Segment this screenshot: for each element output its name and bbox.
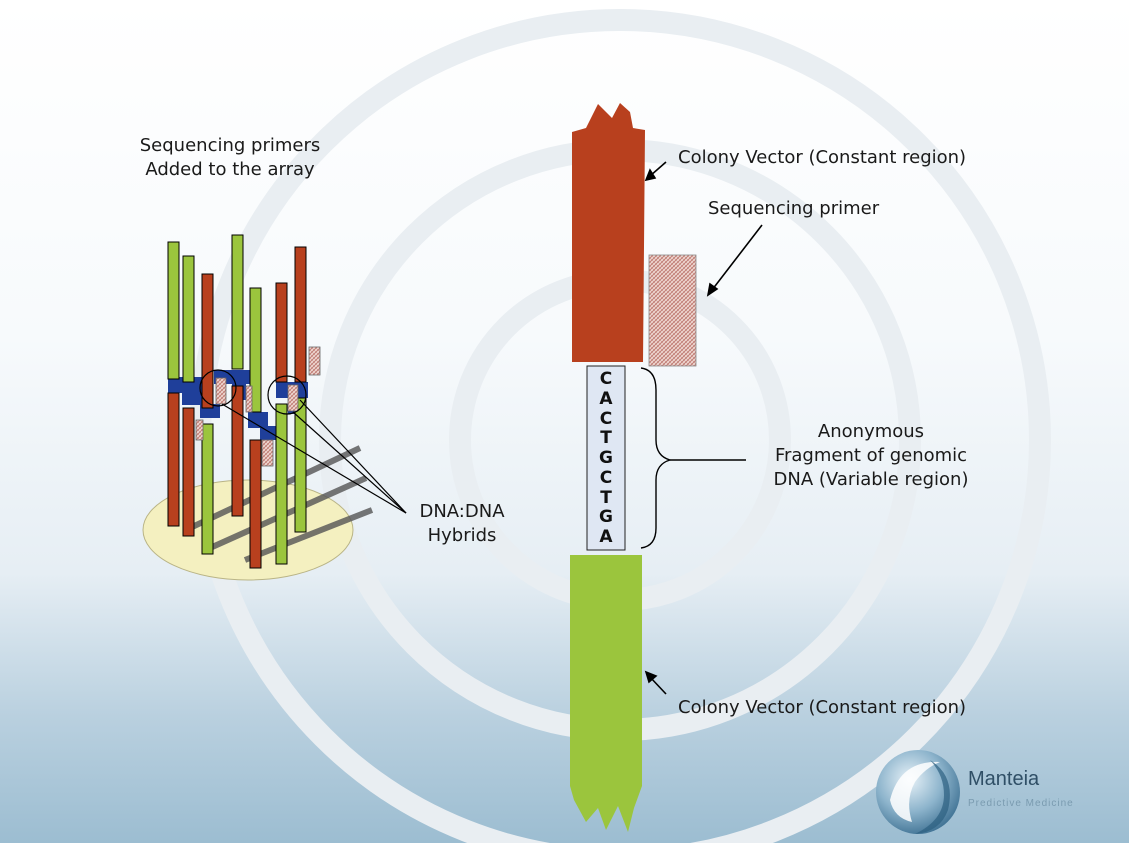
fragment-sequence: C A C T G C T G A [587, 366, 625, 550]
fragment-label-line1: Anonymous [817, 421, 925, 442]
fragment-label-line3: DNA (Variable region) [773, 469, 969, 490]
base-letter: T [600, 428, 612, 449]
strand-green [249, 287, 262, 413]
strand-green [231, 234, 244, 370]
base-letter: G [599, 448, 613, 468]
base-letter: C [599, 408, 613, 429]
left-title: Sequencing primers Added to the array [100, 134, 360, 182]
small-primers [195, 346, 321, 467]
base-letter: T [600, 487, 612, 508]
hybrids-label: DNA:DNA Hybrids [402, 500, 522, 548]
top-vector-label: Colony Vector (Constant region) [678, 147, 967, 168]
base-letter: C [599, 369, 613, 389]
top-colony-vector [572, 103, 645, 362]
strand-green [167, 241, 180, 380]
strand-green [275, 403, 288, 565]
fragment-label-line2: Fragment of genomic [774, 445, 968, 466]
strand-red [167, 392, 180, 527]
base-letter: A [599, 388, 613, 409]
arrow-bottom-vector [644, 670, 667, 695]
bottom-colony-vector [570, 555, 642, 832]
logo-name: Manteia [968, 768, 1040, 790]
base-letter: A [599, 527, 613, 547]
primer-label: Sequencing primer [708, 198, 880, 219]
fragment-label: Anonymous Fragment of genomic DNA (Varia… [746, 420, 996, 492]
arrow-primer [706, 224, 763, 297]
hybrids-label-line1: DNA:DNA [419, 501, 505, 522]
hybrid-highlight-circles [199, 369, 307, 415]
strand-red [275, 282, 288, 383]
logo-tagline: Predictive Medicine [968, 798, 1074, 809]
genomic-fragment [586, 365, 626, 551]
strand-red [249, 439, 262, 569]
base-letter: C [599, 467, 613, 488]
left-title-line1: Sequencing primers [139, 135, 321, 156]
sequencing-primer-block [648, 254, 697, 367]
plate-grooves [188, 445, 374, 563]
base-letter: G [599, 507, 613, 528]
strand-red [231, 385, 244, 517]
strand-green [182, 255, 195, 383]
strand-red [201, 273, 214, 409]
strand-red [182, 407, 195, 537]
arrow-top-vector [644, 161, 667, 182]
hybrids-label-line2: Hybrids [427, 525, 497, 546]
hybrid-pointer-lines [221, 399, 407, 514]
strand-green [294, 397, 307, 533]
left-title-line2: Added to the array [145, 159, 315, 180]
bottom-vector-label: Colony Vector (Constant region) [678, 697, 967, 718]
strand-green [201, 423, 214, 555]
